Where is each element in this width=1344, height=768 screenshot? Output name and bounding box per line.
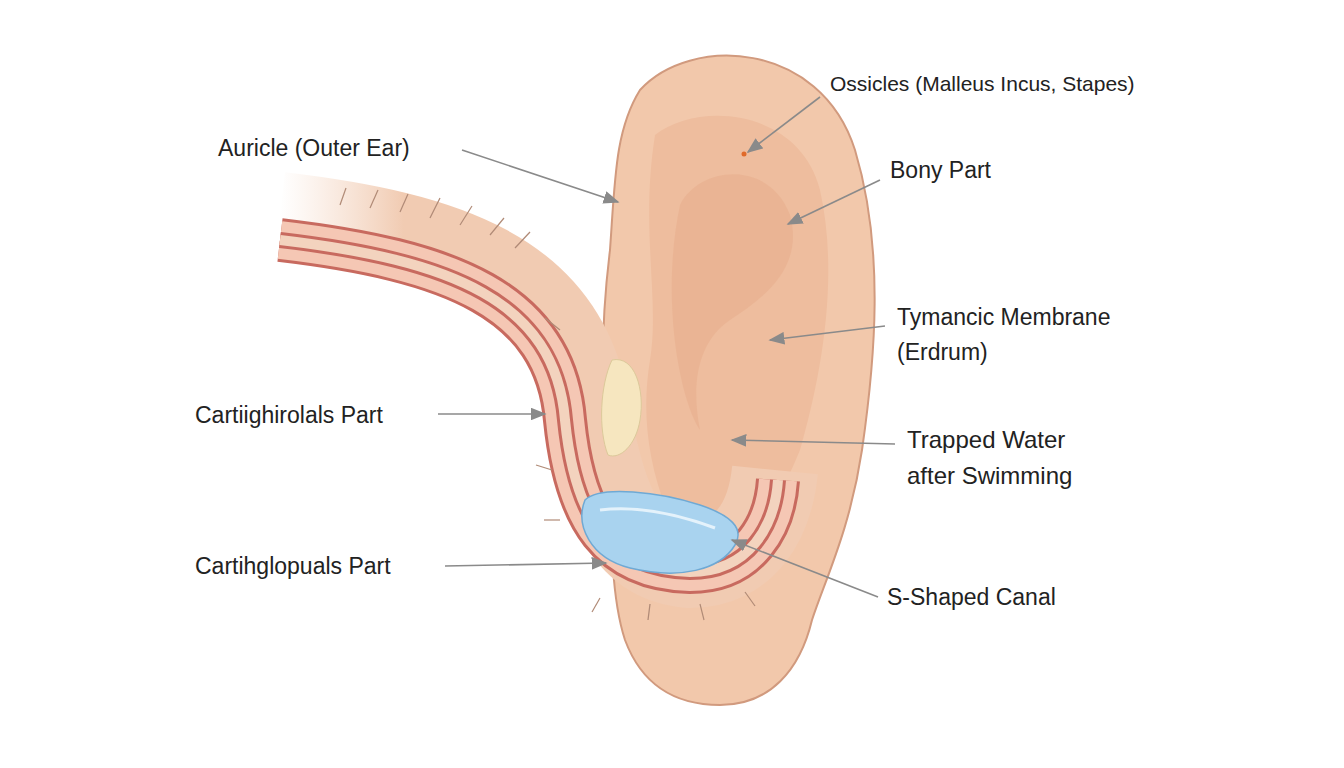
part-label: Tymancic Membrane (Erdrum) <box>897 300 1157 369</box>
part-label: Bony Part <box>890 153 1090 188</box>
part-label: S-Shaped Canal <box>887 580 1127 615</box>
ossicles-dot <box>742 152 747 157</box>
cartilage-piece <box>602 360 642 456</box>
canal-hairs <box>340 188 755 620</box>
part-label: Cartiighirolals Part <box>195 398 435 433</box>
part-label: Ossicles (Malleus Incus, Stapes) <box>830 68 1250 100</box>
part-label: Cartihglopuals Part <box>195 549 440 584</box>
antihelix-shadow <box>672 174 793 430</box>
part-label: Trapped Water after Swimming <box>907 422 1102 494</box>
trapped-water <box>582 492 738 574</box>
auricle-shape <box>603 56 875 705</box>
part-label: Auricle (Outer Ear) <box>218 131 458 166</box>
leader-lines <box>438 97 895 597</box>
water-highlight <box>600 509 715 528</box>
